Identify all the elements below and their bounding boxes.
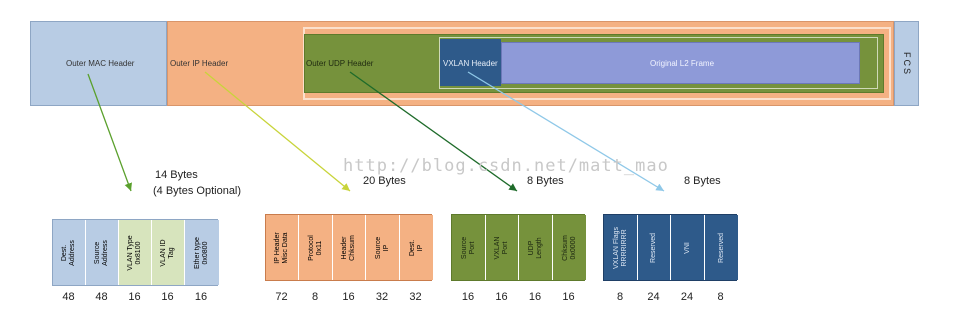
udp-bit-width: 16 — [461, 291, 475, 303]
watermark-text: http://blog.csdn.net/matt_mao — [343, 156, 669, 176]
mac-bit-width: 16 — [161, 291, 174, 303]
udp-bit-width: 16 — [562, 291, 575, 303]
original-l2-frame-label: Original L2 Frame — [650, 59, 715, 68]
mac-field: Source Address — [86, 220, 119, 285]
arrow-mac — [87, 73, 132, 192]
mac-bit-width: 48 — [95, 291, 108, 303]
ip-bit-width: 32 — [375, 291, 389, 303]
vxlan-field: Reserved — [638, 215, 671, 280]
outer-mac-header-block: Outer MAC Header — [30, 21, 167, 106]
ip-field: Dest. IP — [400, 215, 433, 280]
outer-ip-header-label: Outer IP Header — [170, 59, 229, 68]
ip-field: Protocol 0x11 — [299, 215, 333, 280]
mac-field: VLAN Type 0x8100 — [119, 220, 152, 285]
mac-size-line1: 14 Bytes — [155, 169, 198, 181]
vxlan-field: Reserved — [705, 215, 738, 280]
vxlan-header-block — [440, 39, 501, 86]
ip-field: Source IP — [366, 215, 400, 280]
ip-bit-width: 32 — [409, 291, 422, 303]
ip-field-group: IP Header Misc Data Protocol 0x11 Header… — [265, 214, 433, 281]
ip-bit-width: 72 — [275, 291, 288, 303]
vxlan-bit-width: 24 — [680, 291, 694, 303]
vxlan-field: VNI — [671, 215, 705, 280]
vxlan-bit-width: 24 — [647, 291, 660, 303]
udp-field: VXLAN Port — [486, 215, 519, 280]
vxlan-field-group: VXLAN Flags RRRRIRRR Reserved VNI Reserv… — [603, 214, 738, 281]
mac-field: Ether type 0x0800 — [185, 220, 219, 285]
mac-field: VLAN ID Tag — [152, 220, 185, 285]
mac-field: Dest. Address — [53, 220, 86, 285]
ip-bit-width: 16 — [342, 291, 355, 303]
outer-mac-header-label: Outer MAC Header — [66, 59, 135, 68]
arrow-udp — [349, 71, 518, 192]
udp-bit-width: 16 — [495, 291, 508, 303]
vxlan-header-label: VXLAN Header — [443, 59, 498, 68]
vxlan-size: 8 Bytes — [684, 175, 721, 187]
arrow-vxlan — [467, 71, 665, 192]
vxlan-bit-width: 8 — [717, 291, 724, 303]
udp-bit-width: 16 — [528, 291, 542, 303]
udp-field: UDP Length — [519, 215, 553, 280]
udp-field: Chksum 0x0000 — [553, 215, 586, 280]
ip-field: Header Chksum — [333, 215, 366, 280]
mac-size-line2: (4 Bytes Optional) — [153, 185, 242, 197]
mac-bit-width: 48 — [62, 291, 75, 303]
mac-bit-width: 16 — [194, 291, 208, 303]
udp-inner-border — [439, 37, 878, 89]
fcs-block: FCS — [894, 21, 919, 106]
udp-field-group: Source Port VXLAN Port UDP Length Chksum… — [451, 214, 586, 281]
arrow-ip — [204, 71, 351, 192]
ip-size: 20 Bytes — [363, 175, 406, 187]
udp-size: 8 Bytes — [527, 175, 564, 187]
vxlan-bit-width: 8 — [616, 291, 624, 303]
vxlan-field: VXLAN Flags RRRRIRRR — [604, 215, 638, 280]
udp-field: Source Port — [452, 215, 486, 280]
original-l2-frame-block — [501, 42, 860, 84]
mac-field-group: Dest. Address Source Address VLAN Type 0… — [52, 219, 219, 286]
ip-bit-width: 8 — [311, 291, 319, 303]
mac-bit-width: 16 — [128, 291, 141, 303]
ip-field: IP Header Misc Data — [266, 215, 299, 280]
outer-udp-header-label: Outer UDP Header — [306, 59, 374, 68]
